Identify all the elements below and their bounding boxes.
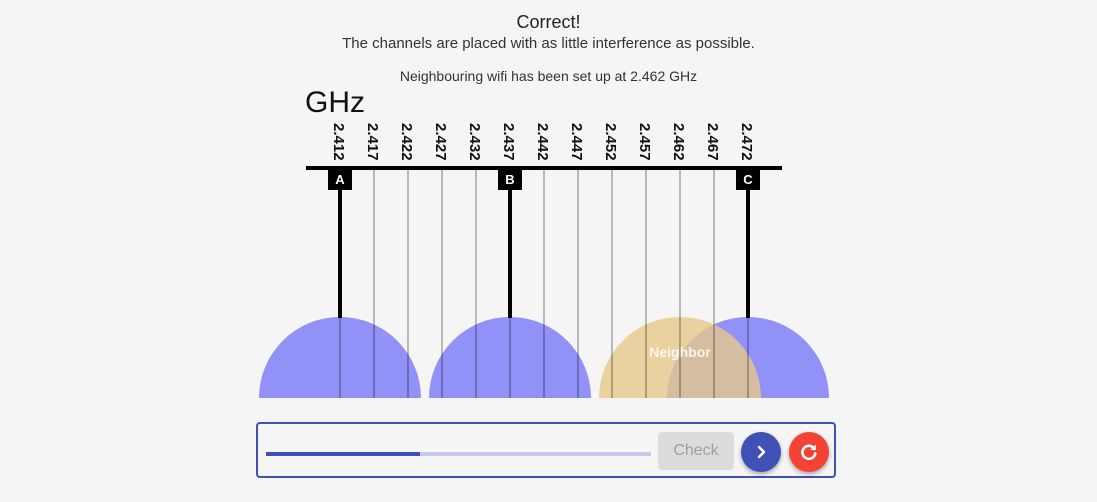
tick-label: 2.417 xyxy=(364,123,381,161)
tick-label: 2.437 xyxy=(500,123,517,161)
tick-label: 2.442 xyxy=(534,123,551,161)
tick-label: 2.467 xyxy=(704,123,721,161)
neighbour-note: Neighbouring wifi has been set up at 2.4… xyxy=(399,68,698,84)
next-button[interactable] xyxy=(741,432,781,472)
tick-label: 2.462 xyxy=(670,123,687,161)
unit-label: GHz xyxy=(305,86,365,119)
channel-label-c: C xyxy=(743,172,753,187)
tick-label: 2.447 xyxy=(568,123,585,161)
channel-marker-a xyxy=(328,168,352,190)
tick-label: 2.427 xyxy=(432,123,449,161)
tick-label: 2.457 xyxy=(636,123,653,161)
chevron-right-icon xyxy=(757,445,766,459)
check-button[interactable]: Check xyxy=(658,432,734,470)
control-panel: Check xyxy=(256,422,836,478)
channel-label-b: B xyxy=(505,172,514,187)
feedback-title: Correct! xyxy=(516,12,581,32)
tick-label: 2.472 xyxy=(738,123,755,161)
tick-label: 2.452 xyxy=(602,123,619,161)
channel-marker-b xyxy=(498,168,522,190)
reset-button[interactable] xyxy=(789,432,829,472)
refresh-icon xyxy=(801,444,817,461)
tick-label: 2.422 xyxy=(398,123,415,161)
tick-label: 2.412 xyxy=(330,123,347,161)
progress-fill xyxy=(266,452,420,456)
progress-track xyxy=(266,452,651,456)
tick-label: 2.432 xyxy=(466,123,483,161)
channel-label-a: A xyxy=(335,172,345,187)
feedback-detail: The channels are placed with as little i… xyxy=(342,35,755,52)
channel-marker-c xyxy=(736,168,760,190)
